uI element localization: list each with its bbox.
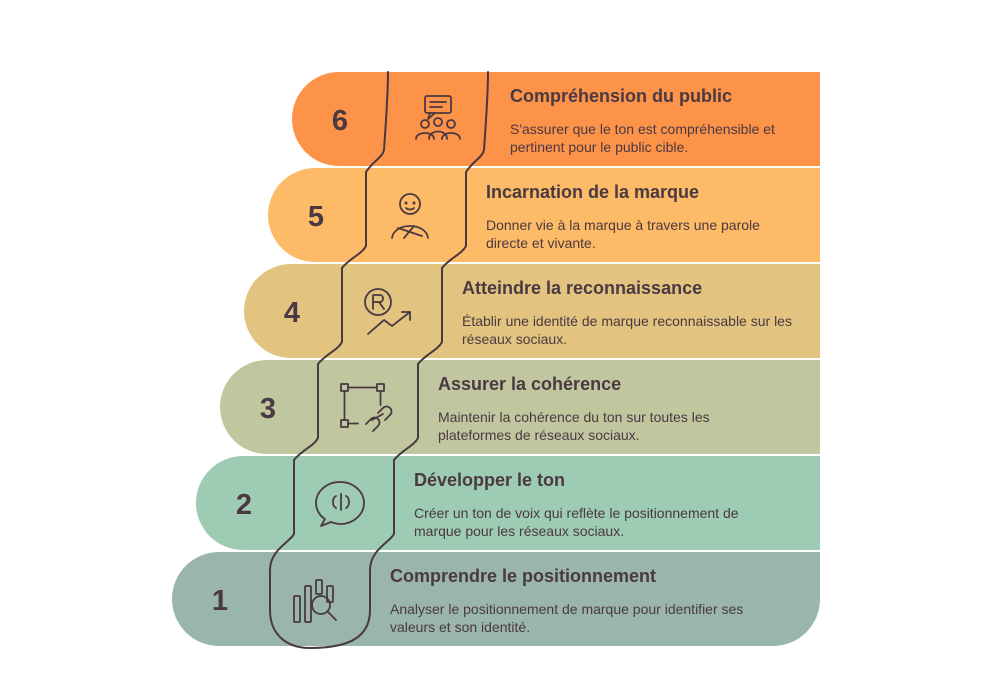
step-1-description: Analyser le positionnement de marque pou… [390, 601, 744, 635]
step-2-number: 2 [235, 489, 253, 521]
step-6-title: Compréhension du public [510, 86, 733, 106]
step-4-number: 4 [283, 297, 301, 329]
step-3-title: Assurer la cohérence [438, 374, 622, 394]
step-5-bar [268, 168, 820, 262]
step-6-number: 6 [331, 105, 349, 137]
speech-bubble-icon [315, 481, 365, 527]
step-6-bar [292, 72, 820, 166]
step-2-bar [196, 456, 820, 550]
step-2-description: Créer un ton de voix qui reflète le posi… [414, 505, 739, 539]
frame-link-icon [340, 383, 393, 432]
step-5-number: 5 [307, 201, 325, 233]
step-3-number: 3 [259, 393, 277, 425]
step-3-description: Maintenir la cohérence du ton sur toutes… [438, 409, 710, 443]
registered-growth-icon [364, 288, 411, 335]
step-1-title: Comprendre le positionnement [390, 566, 657, 586]
step-1-number: 1 [211, 585, 229, 617]
step-6-description: S'assurer que le ton est compréhensible … [510, 121, 775, 155]
step-4-description: Établir une identité de marque reconnais… [462, 313, 792, 347]
step-2-title: Développer le ton [414, 470, 566, 490]
step-4-title: Atteindre la reconnaissance [462, 278, 703, 298]
analysis-icon [293, 579, 337, 623]
step-5-title: Incarnation de la marque [486, 182, 700, 202]
step-5-description: Donner vie à la marque à travers une par… [486, 217, 760, 251]
audience-icon [415, 95, 461, 140]
person-icon [391, 193, 429, 239]
step-1-bar [172, 552, 820, 646]
step-4-bar [244, 264, 820, 358]
step-3-bar [220, 360, 820, 454]
